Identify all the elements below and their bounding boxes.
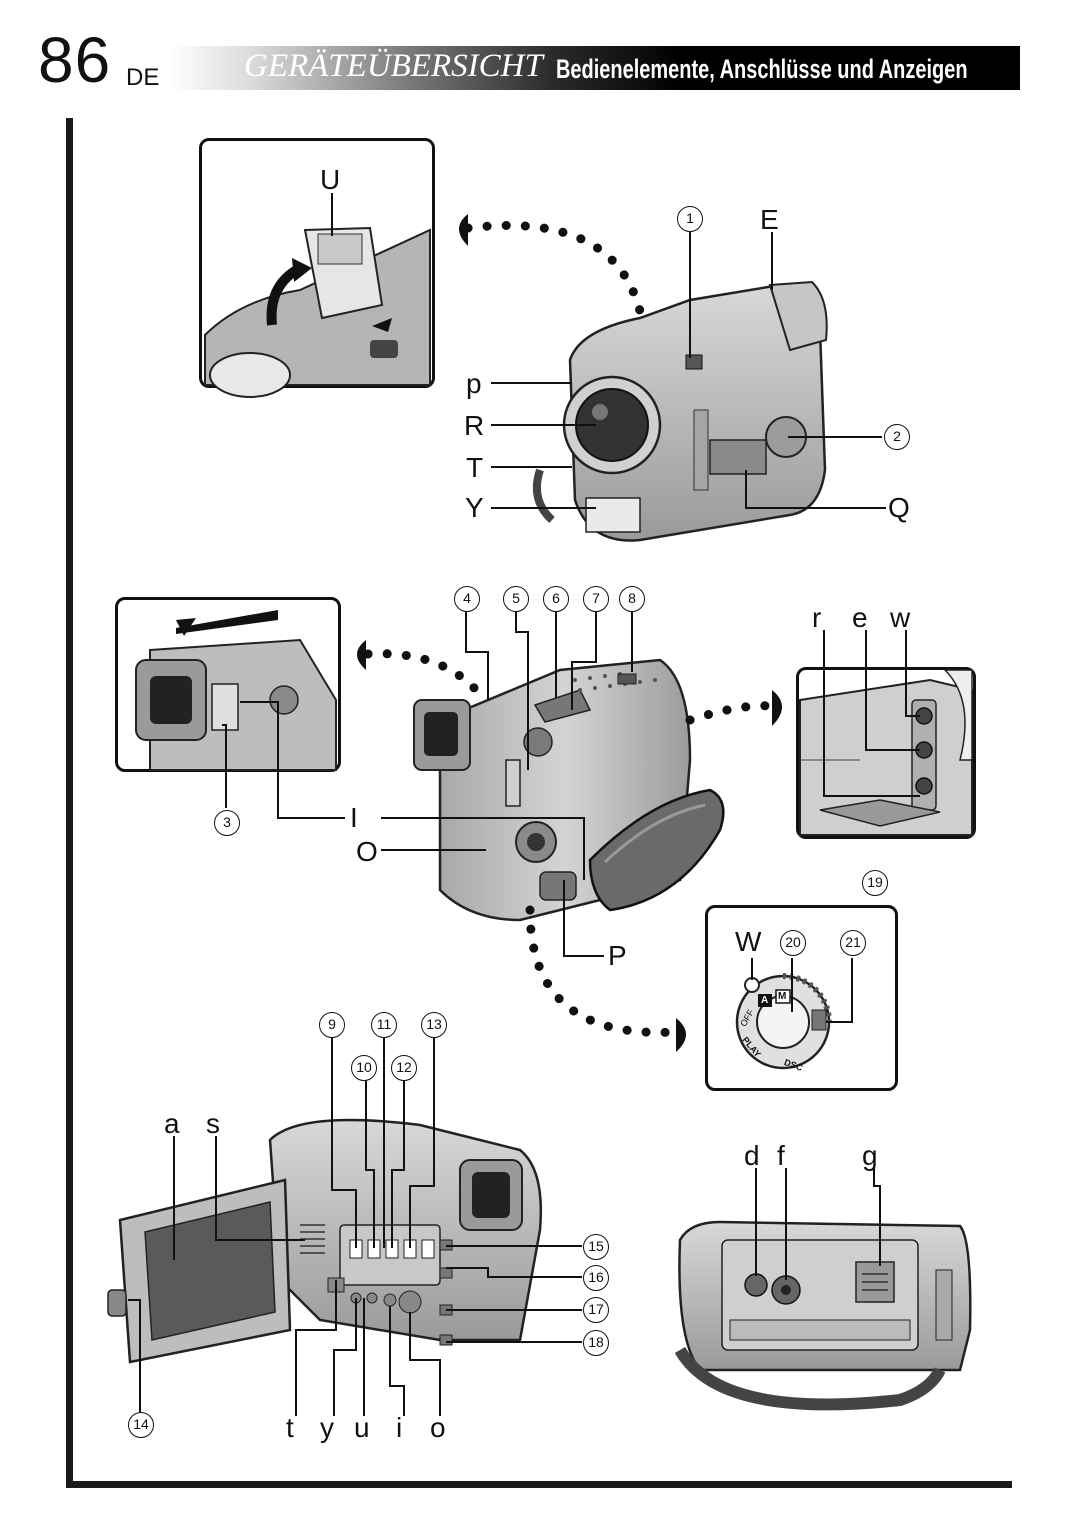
callout-13: 13 <box>421 1012 447 1038</box>
callout-20: 20 <box>780 930 806 956</box>
callout-4: 4 <box>454 586 480 612</box>
dial-mode-m: M <box>778 991 787 1002</box>
callout-1: 1 <box>677 206 703 232</box>
callout-a: a <box>164 1108 180 1139</box>
callout-14: 14 <box>128 1412 154 1438</box>
callout-2: 2 <box>884 424 910 450</box>
flash-inset-drawing <box>204 226 431 398</box>
callout-3: 3 <box>214 810 240 836</box>
callout-W: W <box>735 926 762 957</box>
callout-g: g <box>862 1140 878 1171</box>
rear-camera-drawing <box>107 1118 543 1364</box>
callout-8: 8 <box>619 586 645 612</box>
callout-6: 6 <box>543 586 569 612</box>
callout-Y: Y <box>465 492 484 523</box>
callout-16: 16 <box>583 1265 609 1291</box>
viewfinder-inset-drawing <box>135 610 337 771</box>
callout-f: f <box>777 1140 785 1171</box>
callout-15: 15 <box>583 1234 609 1260</box>
power-dial-drawing <box>735 973 832 1070</box>
callout-12: 12 <box>391 1055 417 1081</box>
leader-lines <box>128 193 920 1416</box>
callout-u: u <box>354 1412 370 1443</box>
left-rule <box>66 118 73 1488</box>
front-camera-drawing <box>533 280 828 542</box>
callout-O: O <box>356 836 378 867</box>
callout-p: p <box>466 368 482 399</box>
page-number: 86 <box>38 24 112 96</box>
callout-9: 9 <box>319 1012 345 1038</box>
callout-21: 21 <box>840 930 866 956</box>
callout-19: 19 <box>862 870 888 896</box>
bottom-camera-drawing <box>674 1220 972 1411</box>
callout-11: 11 <box>371 1012 397 1038</box>
callout-s: s <box>206 1108 220 1139</box>
callout-7: 7 <box>583 586 609 612</box>
callout-w: w <box>890 602 911 633</box>
dial-mode-a: A <box>761 995 769 1006</box>
callout-t: t <box>286 1412 294 1443</box>
callout-T: T <box>466 452 484 483</box>
callout-i: i <box>396 1412 403 1443</box>
callout-18: 18 <box>583 1330 609 1356</box>
dotted-arrows <box>363 221 775 1037</box>
header-banner <box>170 46 1020 90</box>
callout-U: U <box>320 164 341 195</box>
callout-y: y <box>320 1412 334 1443</box>
section-subtitle: Bedienelemente, Anschlüsse und Anzeigen <box>556 54 968 84</box>
callout-e: e <box>852 602 868 633</box>
callout-E: E <box>760 204 779 235</box>
callout-R: R <box>464 410 485 441</box>
callout-I: I <box>350 802 358 833</box>
callout-10: 10 <box>351 1055 377 1081</box>
callout-r: r <box>812 602 822 633</box>
language-code: DE <box>126 64 160 91</box>
bottom-rule <box>66 1481 1012 1488</box>
callout-P: P <box>608 940 627 971</box>
left-camera-drawing <box>413 658 725 922</box>
callout-Q: Q <box>888 492 910 523</box>
callout-o: o <box>430 1412 446 1443</box>
dotted-arrow-heads <box>357 214 782 1052</box>
callout-d: d <box>744 1140 760 1171</box>
section-title: GERÄTEÜBERSICHT <box>244 48 543 84</box>
callout-5: 5 <box>503 586 529 612</box>
jack-inset-drawing <box>799 669 973 836</box>
callout-17: 17 <box>583 1297 609 1323</box>
